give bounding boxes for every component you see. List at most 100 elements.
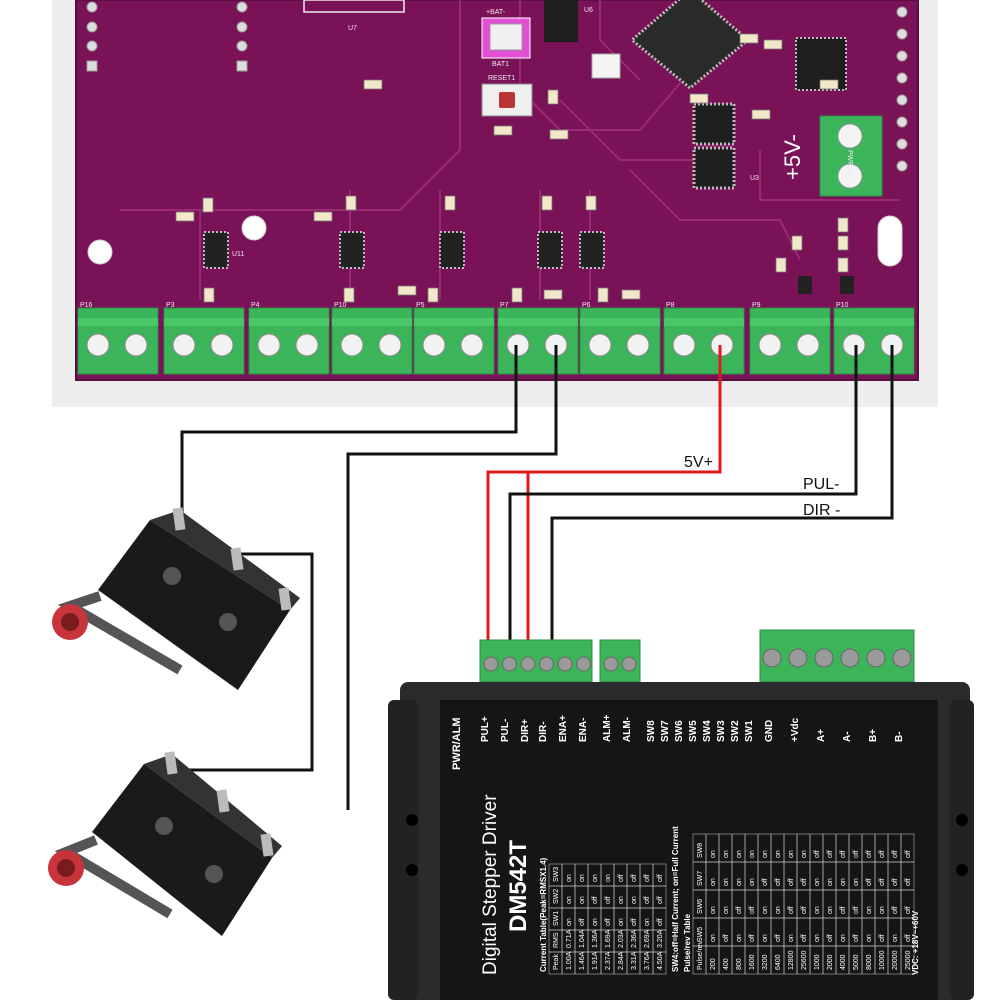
table-cell: off xyxy=(644,874,651,882)
pcb-terminal-label: P6 xyxy=(582,302,591,309)
table-cell: off xyxy=(866,878,873,886)
pcb-terminal-p10: P10 xyxy=(833,302,915,375)
pin-label: +Vdc xyxy=(790,717,801,742)
pin-label: SW2 xyxy=(730,720,741,742)
pin-label: SW4 xyxy=(702,720,713,742)
power-part-label: PWR 5V xyxy=(846,150,853,177)
table-cell: 200 xyxy=(710,958,717,970)
table-header-cell: Peak xyxy=(553,954,560,970)
table-cell: 1.00A xyxy=(566,951,573,970)
terminal-screw xyxy=(814,648,834,668)
table-cell: 4000 xyxy=(840,954,847,970)
table-cell: on xyxy=(762,906,769,914)
wire-label-pul: PUL- xyxy=(803,476,839,493)
table-header-cell: Pulse/rev xyxy=(697,940,704,970)
pcb-terminal-p3: P3 xyxy=(163,302,245,375)
table-cell: off xyxy=(657,874,664,882)
table-cell: off xyxy=(657,918,664,926)
table-cell: off xyxy=(814,850,821,858)
table-header-cell: SW7 xyxy=(697,871,704,886)
table-cell: on xyxy=(723,850,730,858)
table-cell: off xyxy=(736,906,743,914)
mcu-chip xyxy=(622,0,751,90)
mounting-hole xyxy=(241,215,267,241)
table-cell: off xyxy=(788,906,795,914)
pcb-terminal-label: P5 xyxy=(416,302,425,309)
current-table: PeakRMSSW1SW2SW31.00A0.71Aononon1.46A1.0… xyxy=(548,863,667,975)
table-cell: off xyxy=(827,934,834,942)
wire-label-5v: 5V+ xyxy=(684,454,713,471)
limit-switch-1 xyxy=(52,507,300,690)
limit-switch-2 xyxy=(48,751,282,936)
table-cell: on xyxy=(879,906,886,914)
table-cell: 1.36A xyxy=(592,929,599,948)
terminal-screw xyxy=(788,648,808,668)
u11-label: U11 xyxy=(232,251,244,258)
table-cell: on xyxy=(723,878,730,886)
table-cell: on xyxy=(762,850,769,858)
pcb-terminal-label: P10 xyxy=(334,302,347,309)
pin-label: SW6 xyxy=(674,720,685,742)
table-cell: 3200 xyxy=(762,954,769,970)
current-table-title: Current Table(Peak=RMSX1.4) xyxy=(539,857,548,972)
table-cell: off xyxy=(749,934,756,942)
pin-label: SW3 xyxy=(716,720,727,742)
table-cell: off xyxy=(749,906,756,914)
table-cell: off xyxy=(892,850,899,858)
pcb-terminal-label: P7 xyxy=(500,302,509,309)
table-cell: off xyxy=(905,934,912,942)
mounting-hole xyxy=(87,239,113,265)
table-cell: off xyxy=(840,850,847,858)
driver-title: Digital Stepper Driver xyxy=(480,794,501,975)
terminal-screw xyxy=(576,656,591,672)
table-cell: 5000 xyxy=(853,954,860,970)
pin-label: ENA+ xyxy=(558,715,569,742)
table-cell: off xyxy=(879,850,886,858)
table-header-cell: SW2 xyxy=(553,889,560,904)
table-cell: off xyxy=(592,896,599,904)
table-cell: off xyxy=(605,896,612,904)
terminal-screw xyxy=(520,656,536,672)
pin-label: ALM- xyxy=(622,717,633,742)
wire-5v xyxy=(486,345,722,660)
table-cell: off xyxy=(879,934,886,942)
pin-label: DIR+ xyxy=(520,719,531,742)
pcb-terminal-label: P10 xyxy=(836,302,849,309)
table-cell: off xyxy=(723,934,730,942)
pin-label: B+ xyxy=(868,729,879,742)
table-cell: 1000 xyxy=(814,954,821,970)
table-cell: off xyxy=(905,878,912,886)
table-cell: on xyxy=(579,896,586,904)
table-cell: off xyxy=(762,878,769,886)
table-cell: on xyxy=(618,918,625,926)
table-cell: 20000 xyxy=(892,950,899,970)
terminal-screw xyxy=(892,648,912,668)
stepper-driver xyxy=(388,682,974,1000)
table-cell: 1.46A xyxy=(579,951,586,970)
pwr-alm-label: PWR/ALM xyxy=(451,717,463,770)
pcb-terminal-p10: P10 xyxy=(331,302,413,375)
table-cell: 2.36A xyxy=(631,929,638,948)
pin-label: PUL- xyxy=(500,719,511,742)
pcb-terminal-p5: P5 xyxy=(413,302,495,375)
table-cell: on xyxy=(579,874,586,882)
table-cell: off xyxy=(618,874,625,882)
table-cell: 2.84A xyxy=(618,951,625,970)
table-cell: off xyxy=(853,850,860,858)
mounting-slot xyxy=(877,215,903,267)
table-cell: 1.91A xyxy=(592,951,599,970)
crystal xyxy=(591,53,621,79)
wire-dir xyxy=(550,345,894,660)
table-cell: on xyxy=(775,906,782,914)
wire-switch-link xyxy=(176,552,314,772)
table-cell: off xyxy=(775,934,782,942)
table-cell: 0.71A xyxy=(566,929,573,948)
u6-label: U6 xyxy=(584,7,593,14)
pin-label: ENA- xyxy=(578,718,589,742)
soic-chip xyxy=(692,146,736,190)
reset-label: RESET1 xyxy=(488,75,515,82)
table-cell: 3.76A xyxy=(644,951,651,970)
table-header-cell: SW1 xyxy=(553,911,560,926)
table-cell: off xyxy=(892,906,899,914)
